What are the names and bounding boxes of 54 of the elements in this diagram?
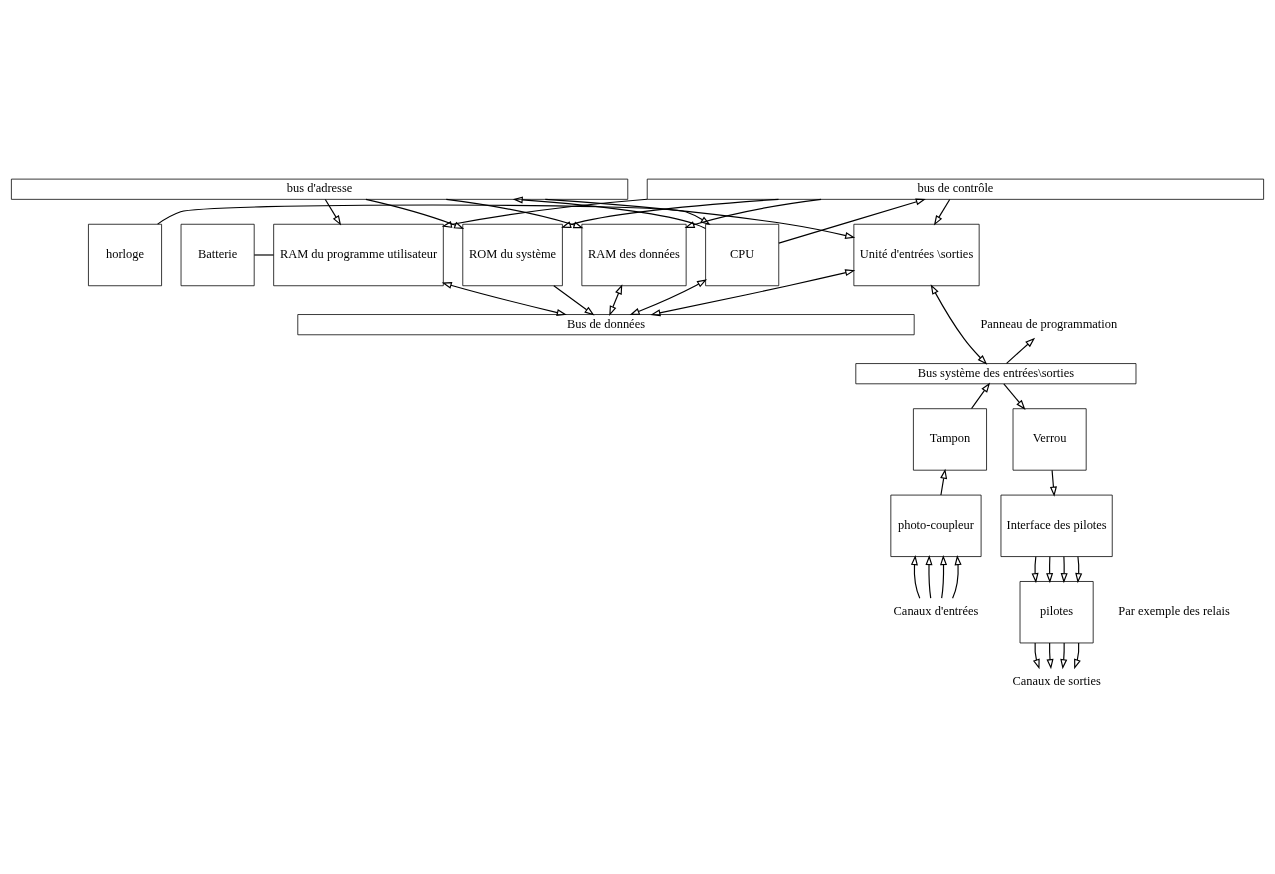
arrow [940, 468, 948, 496]
node-box: pilotes [1019, 580, 1094, 643]
node-box: Interface des pilotes [1000, 494, 1113, 557]
arrow [925, 554, 933, 599]
arrow [365, 198, 465, 229]
arrow [1075, 555, 1083, 583]
arrow [952, 554, 962, 599]
arrow [629, 278, 708, 315]
arrow [157, 203, 711, 225]
arrow [684, 198, 822, 228]
arrow [650, 268, 856, 316]
node-box: ROM du système [462, 223, 563, 286]
arrow [1049, 469, 1057, 497]
arrow [512, 195, 707, 229]
arrow [609, 283, 623, 316]
label: Par exemple des relais [1118, 603, 1230, 618]
arrow [930, 283, 988, 365]
node-box: horloge [88, 223, 162, 286]
arrow [553, 284, 595, 315]
arrow [1060, 555, 1068, 583]
arrow [1046, 642, 1054, 669]
arrow [1006, 337, 1036, 364]
arrow [778, 197, 926, 244]
arrow [1031, 555, 1039, 583]
arrow [324, 198, 342, 226]
node-box: Verrou [1012, 407, 1087, 471]
node-box: Batterie [180, 223, 255, 286]
arrow [1060, 642, 1068, 669]
arrow [441, 198, 648, 228]
arrow [910, 554, 921, 599]
node-box: photo-coupleur [890, 494, 982, 557]
connector [253, 253, 275, 256]
node-box: CPU [705, 223, 780, 286]
node-box: RAM des données [581, 223, 687, 286]
arrow [1032, 642, 1040, 669]
node-box: Bus système des entrées\sorties [855, 362, 1137, 384]
node-box: RAM du programme utilisateur [273, 223, 444, 286]
arrow [445, 198, 584, 228]
arrow [933, 198, 951, 226]
arrow [1003, 382, 1026, 410]
arrow [940, 554, 948, 599]
arrow [544, 198, 856, 239]
arrow [1074, 642, 1081, 669]
arrow [441, 281, 567, 316]
arrow [561, 198, 780, 228]
node-text: Canaux d'entrées [893, 603, 979, 618]
node-box: Unité d'entrées \sorties [853, 223, 980, 286]
node-box: bus de contrôle [646, 178, 1264, 200]
node-box: Bus de données [297, 313, 915, 335]
node-box: Tampon [913, 407, 987, 471]
node-text: Panneau de programmation [980, 316, 1118, 331]
node-box: bus d'adresse [11, 178, 629, 200]
arrow [970, 382, 991, 409]
node-text: Canaux de sorties [1012, 673, 1101, 688]
